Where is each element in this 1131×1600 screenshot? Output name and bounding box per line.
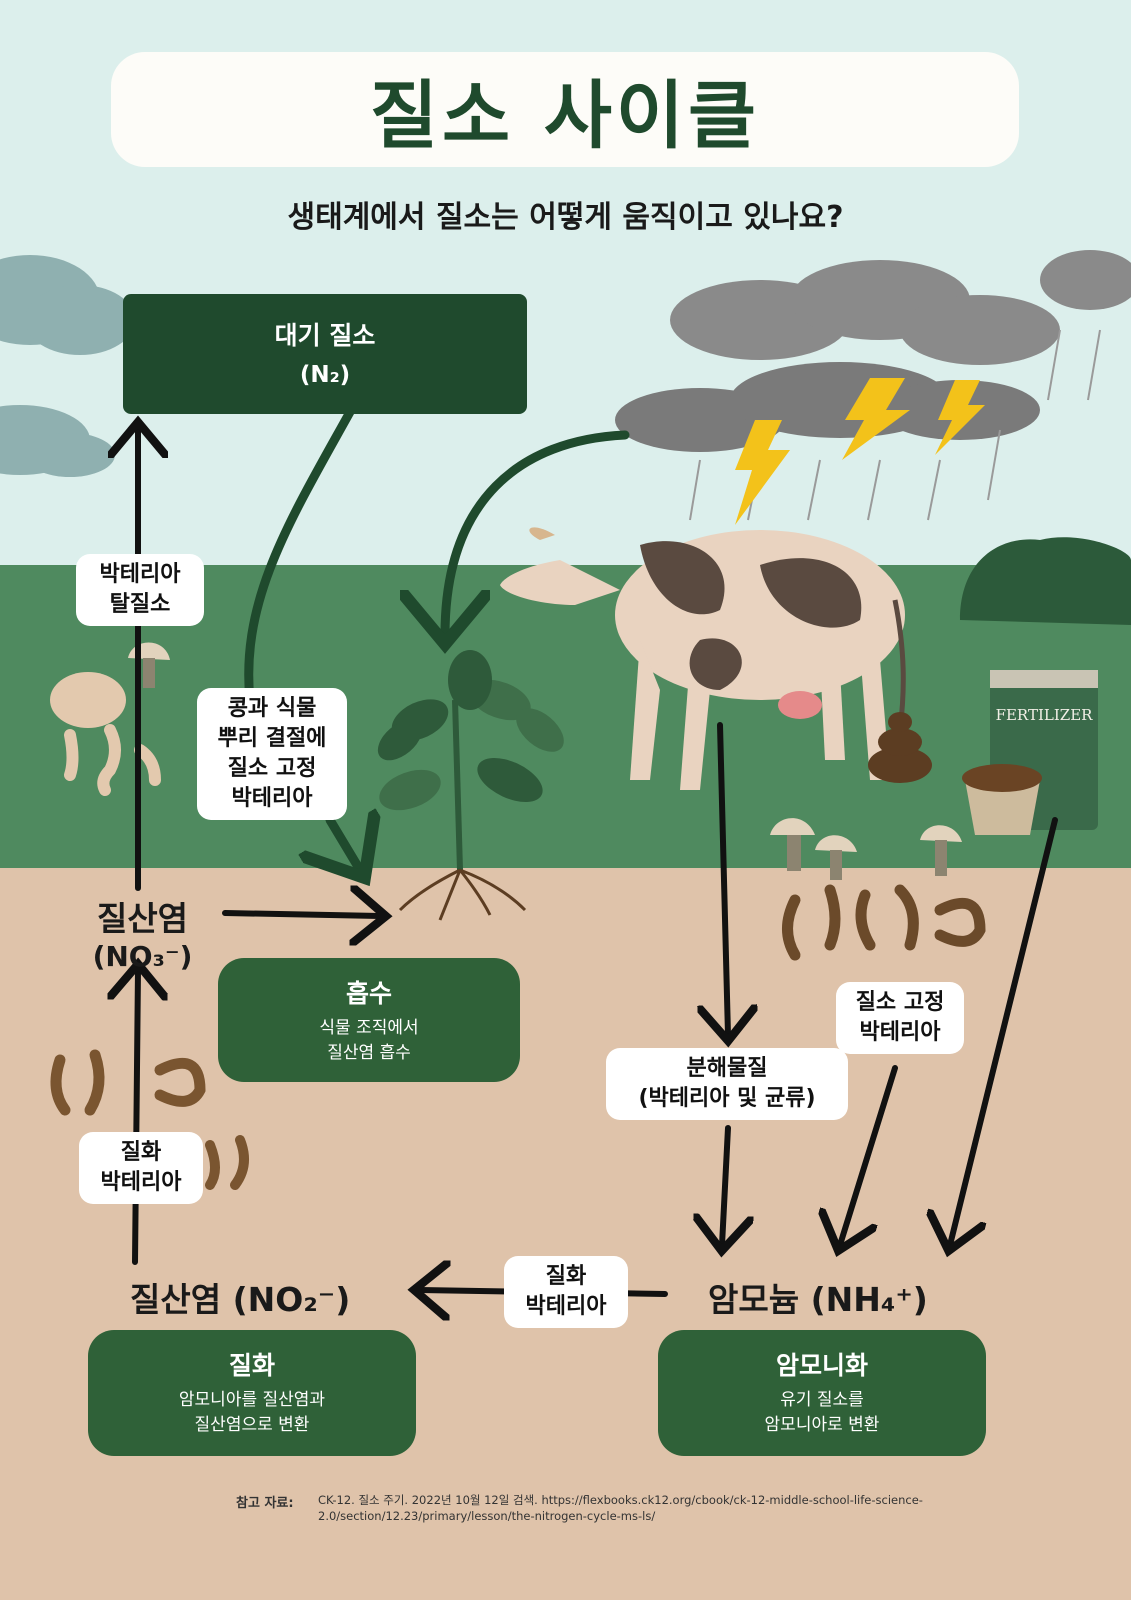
- nitrification-title: 질화: [228, 1351, 275, 1380]
- ammonium-node: 암모늄 (NH₄⁺): [708, 1280, 928, 1319]
- label-line: 뿌리 결절에: [217, 726, 327, 751]
- absorption-line1: 식물 조직에서: [319, 1018, 419, 1038]
- manure-icon: [868, 712, 932, 783]
- ammonification-line2: 암모니아로 변환: [764, 1415, 880, 1435]
- label-line: 질소 고정: [855, 990, 945, 1015]
- lightning-to-plant-arrow: [445, 430, 630, 635]
- page-subtitle: 생태계에서 질소는 어떻게 움직이고 있나요?: [287, 200, 844, 235]
- nitrate-node: 질산염 (NO₃⁻): [70, 892, 215, 973]
- reference-line2: 2.0/section/12.23/primary/lesson/the-nit…: [318, 1509, 656, 1523]
- reference-line1: CK-12. 질소 주기. 2022년 10월 12일 검색. https://…: [318, 1493, 923, 1507]
- hill-icon: [960, 537, 1131, 625]
- decomposer-label: 분해물질 (박테리아 및 균류): [606, 1048, 848, 1120]
- atmosphere-to-root-line: [244, 407, 355, 705]
- label-line: 박테리아: [99, 562, 181, 587]
- label-line: (박테리아 및 균류): [638, 1086, 816, 1111]
- mushroom-icon: [128, 642, 962, 880]
- nitrate-label: 질산염: [96, 899, 189, 938]
- label-line: 분해물질: [686, 1056, 768, 1081]
- fixing-to-ammonium-arrow: [840, 1065, 898, 1245]
- label-line: 질화: [120, 1140, 162, 1165]
- atmosphere-label: 대기 질소: [274, 321, 376, 350]
- nitrate-to-plant-arrow: [222, 913, 380, 916]
- fertilizer-label: FERTILIZER: [996, 706, 1094, 724]
- absorption-title: 흡수: [345, 979, 392, 1008]
- lightning-icon: [735, 378, 985, 525]
- bacteria-icon: [50, 672, 986, 1190]
- nitrification-box: 질화 암모니아를 질산염과 질산염으로 변환: [88, 1330, 416, 1456]
- nitrifying-bacteria-label-2: 질화 박테리아: [504, 1256, 628, 1328]
- label-line: 박테리아: [859, 1020, 941, 1045]
- label-line: 콩과 식물: [227, 696, 317, 721]
- reference-section: 참고 자료: CK-12. 질소 주기. 2022년 10월 12일 검색. h…: [236, 1492, 1096, 1524]
- nitrification-line2: 질산염으로 변환: [194, 1415, 310, 1435]
- atmosphere-formula: (N₂): [299, 362, 351, 388]
- label-line: 박테리아: [100, 1170, 182, 1195]
- ammonification-title: 암모니화: [775, 1351, 868, 1380]
- denitrification-label: 박테리아 탈질소: [76, 554, 204, 626]
- label-line: 박테리아: [525, 1294, 607, 1319]
- label-line: 질소 고정: [227, 756, 317, 781]
- fertilizer-bag-icon: FERTILIZER: [962, 670, 1098, 835]
- nitrite-node: 질산염 (NO₂⁻): [130, 1280, 351, 1319]
- decomposer-to-ammonium-arrow: [722, 1125, 728, 1245]
- nitrogen-fixing-label: 질소 고정 박테리아: [836, 982, 964, 1054]
- nitrite-to-nitrate-arrow: [135, 970, 138, 1265]
- legume-bacteria-label: 콩과 식물 뿌리 결절에 질소 고정 박테리아: [197, 688, 347, 820]
- atmosphere-box: 대기 질소 (N₂): [123, 294, 527, 414]
- nitrifying-bacteria-label-1: 질화 박테리아: [79, 1132, 203, 1204]
- fertilizer-to-ammonium-arrow: [950, 817, 1058, 1245]
- left-cloud-icon: [0, 255, 135, 477]
- absorption-box: 흡수 식물 조직에서 질산염 흡수: [218, 958, 520, 1082]
- absorption-line2: 질산염 흡수: [327, 1043, 411, 1063]
- label-line: 박테리아: [231, 786, 313, 811]
- cow-to-decomposer-arrow: [720, 722, 728, 1035]
- nitrification-line1: 암모니아를 질산염과: [178, 1390, 326, 1410]
- title-banner: 질소 사이클: [111, 52, 1019, 167]
- ammonification-line1: 유기 질소를: [780, 1390, 864, 1410]
- label-line: 탈질소: [109, 592, 171, 617]
- plant-icon: [377, 650, 564, 921]
- reference-title: 참고 자료:: [236, 1496, 294, 1511]
- reference-body: CK-12. 질소 주기. 2022년 10월 12일 검색. https://…: [318, 1492, 923, 1524]
- ammonification-box: 암모니화 유기 질소를 암모니아로 변환: [658, 1330, 986, 1456]
- nitrate-formula: (NO₃⁻): [92, 940, 193, 973]
- cow-icon: [500, 527, 906, 790]
- legume-to-plant-arrow: [330, 820, 360, 870]
- page-title: 질소 사이클: [369, 73, 761, 159]
- label-line: 질화: [545, 1264, 587, 1289]
